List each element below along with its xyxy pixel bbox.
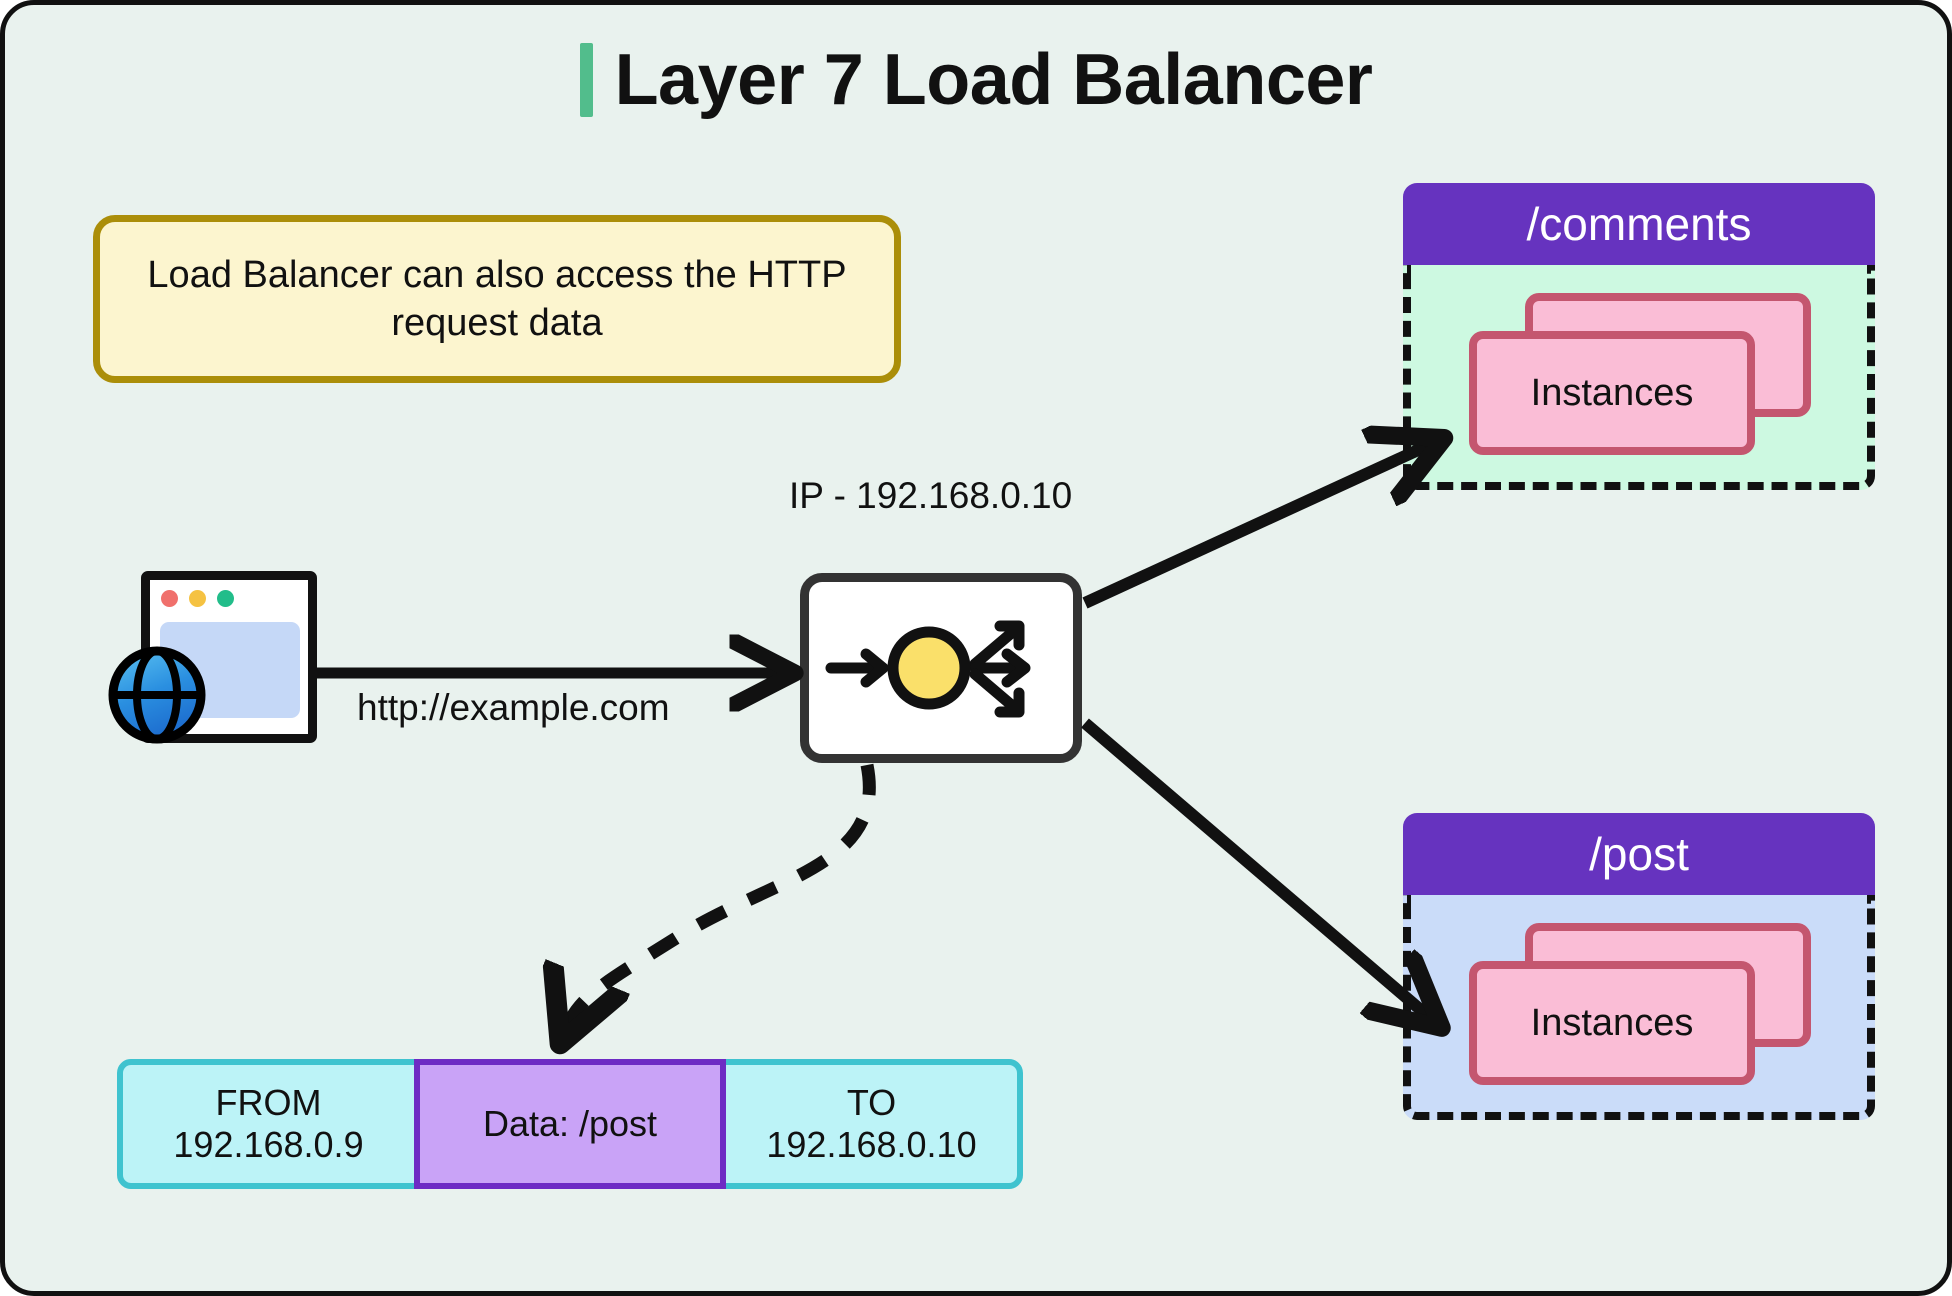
instance-stack: Instances bbox=[1469, 923, 1811, 1087]
title-accent-bar bbox=[579, 43, 593, 117]
backend-group-comments-body: Instances bbox=[1403, 265, 1875, 490]
backend-group-comments-header: /comments bbox=[1403, 183, 1875, 265]
page-title: Layer 7 Load Balancer bbox=[5, 39, 1947, 121]
instance-card-label: Instances bbox=[1530, 371, 1694, 414]
packet-from-label: FROM bbox=[215, 1082, 322, 1124]
browser-close-dot-icon bbox=[161, 590, 178, 607]
callout-note-text: Load Balancer can also access the HTTP r… bbox=[147, 253, 847, 344]
backend-group-comments: /comments Instances bbox=[1403, 183, 1875, 490]
packet-data-segment: Data: /post bbox=[414, 1059, 726, 1189]
backend-group-post-header: /post bbox=[1403, 813, 1875, 895]
load-balancer-node bbox=[800, 573, 1082, 763]
backend-group-post: /post Instances bbox=[1403, 813, 1875, 1120]
backend-group-post-body: Instances bbox=[1403, 895, 1875, 1120]
browser-minimize-dot-icon bbox=[189, 590, 206, 607]
globe-icon bbox=[108, 646, 206, 744]
instance-card-front: Instances bbox=[1469, 331, 1755, 455]
load-balancer-ip-label: IP - 192.168.0.10 bbox=[789, 475, 1073, 516]
http-packet: FROM 192.168.0.9 Data: /post TO 192.168.… bbox=[117, 1059, 1023, 1189]
title-text: Layer 7 Load Balancer bbox=[614, 40, 1373, 120]
arrow-lb-to-post bbox=[1081, 718, 1429, 1017]
client-browser bbox=[105, 571, 317, 751]
packet-data-label: Data: /post bbox=[482, 1103, 658, 1145]
instance-card-front: Instances bbox=[1469, 961, 1755, 1085]
browser-traffic-lights bbox=[161, 590, 234, 607]
packet-to-ip: 192.168.0.10 bbox=[766, 1124, 977, 1165]
load-balancer-distribute-icon bbox=[825, 620, 1031, 718]
callout-note: Load Balancer can also access the HTTP r… bbox=[93, 215, 901, 383]
instance-card-label: Instances bbox=[1530, 1001, 1694, 1044]
packet-to-segment: TO 192.168.0.10 bbox=[726, 1065, 1017, 1183]
backend-group-post-title: /post bbox=[1589, 828, 1689, 880]
arrow-lb-to-packet bbox=[567, 763, 876, 1027]
packet-from-ip: 192.168.0.9 bbox=[173, 1124, 364, 1165]
arrow-lb-to-comments bbox=[1082, 445, 1429, 609]
browser-maximize-dot-icon bbox=[217, 590, 234, 607]
instance-stack: Instances bbox=[1469, 293, 1811, 457]
backend-group-comments-title: /comments bbox=[1526, 198, 1752, 250]
packet-to-label: TO bbox=[846, 1082, 897, 1124]
request-url-label: http://example.com bbox=[357, 687, 670, 728]
packet-from-segment: FROM 192.168.0.9 bbox=[123, 1065, 414, 1183]
